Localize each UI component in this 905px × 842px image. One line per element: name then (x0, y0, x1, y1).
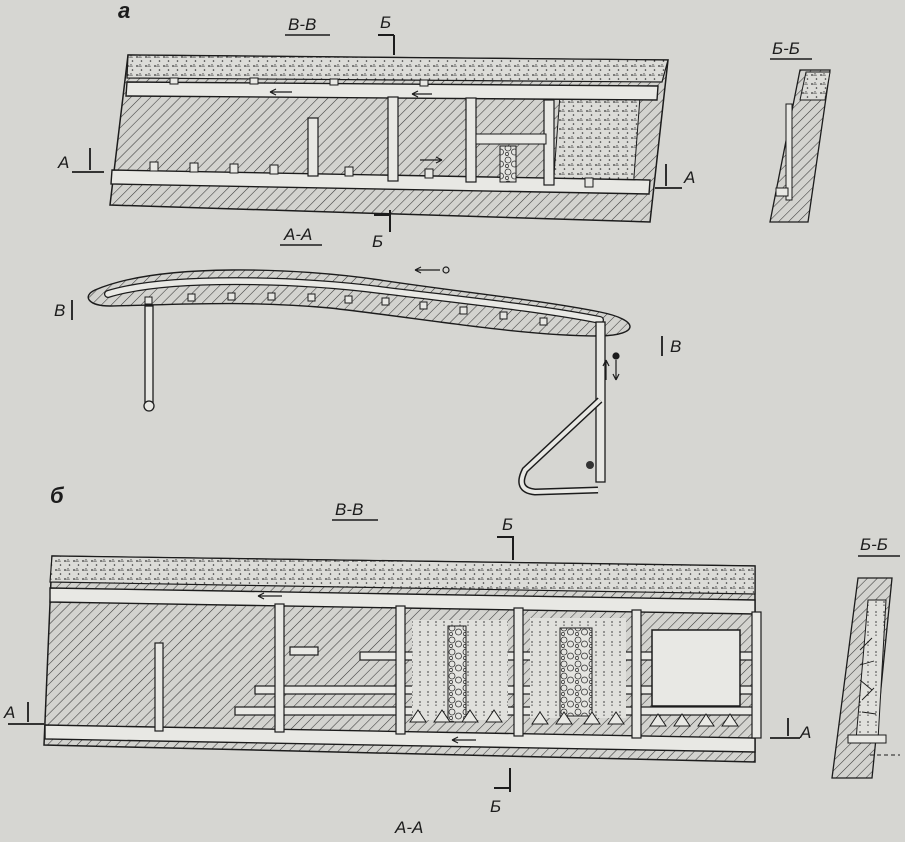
panel-a-cut-v-left: В (54, 301, 65, 320)
panel-a-plan (71, 266, 663, 496)
panel-a-label: а (118, 0, 130, 23)
panel-b-plan-title: А-А (394, 818, 423, 837)
panel-a-side-title: Б-Б (772, 39, 800, 58)
panel-b-side-section (831, 577, 900, 779)
panel-a-cut-a-left: А (57, 153, 69, 172)
panel-b-section-title: В-В (335, 500, 363, 519)
panel-a-plan-title: А-А (283, 225, 312, 244)
panel-b-cut-a-right: А (799, 723, 811, 742)
panel-a-cut-b-top: Б (380, 13, 391, 32)
panel-b-cut-b-bottom: Б (490, 797, 501, 816)
panel-b-cut-a-left: А (3, 703, 15, 722)
panel-b-cut-b-top: Б (502, 515, 513, 534)
panel-b-side-title: Б-Б (860, 535, 888, 554)
panel-a-cut-b-bottom: Б (372, 232, 383, 251)
panel-b-section (8, 536, 800, 792)
panel-b-label: б (50, 483, 65, 508)
panel-a-side-section (769, 69, 831, 223)
panel-a-cut-v-right: В (670, 337, 681, 356)
panel-a-cut-a-right: А (683, 168, 695, 187)
panel-a-section-title: В-В (288, 15, 316, 34)
panel-a-section (72, 34, 682, 232)
